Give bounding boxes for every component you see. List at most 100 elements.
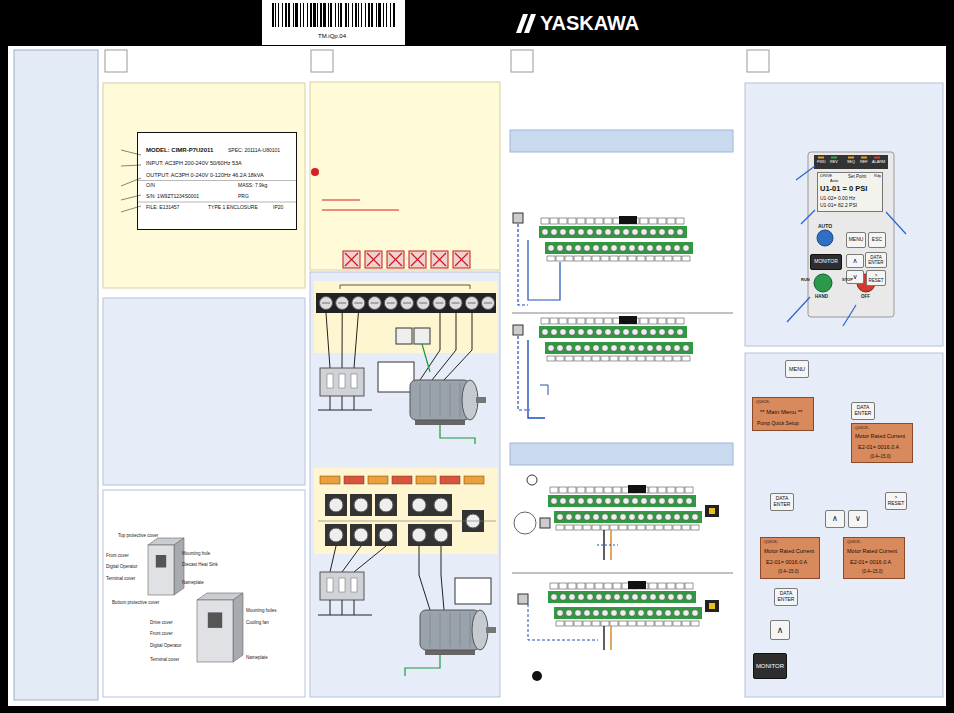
strip-tab — [604, 583, 612, 589]
logo-mark — [524, 14, 536, 33]
terminal-screw — [656, 514, 663, 521]
supply-line — [318, 615, 372, 616]
terminal-screw — [641, 229, 648, 236]
terminal-screw — [692, 514, 699, 521]
part-label: Mounting holes — [246, 608, 277, 613]
strip-tab — [541, 318, 549, 324]
breaker-pole — [351, 578, 357, 592]
terminal-screw — [465, 297, 478, 310]
terminal-strip — [548, 495, 696, 507]
terminal-screw — [584, 514, 591, 521]
strip-tab — [595, 218, 603, 224]
key-text: (0.4~15.0) — [862, 569, 883, 574]
key-text: MONITOR — [756, 663, 784, 670]
terminal-screw — [674, 610, 681, 617]
key-text: DATA ENTER — [771, 496, 793, 508]
terminal-screw — [620, 245, 627, 252]
terminal-screw — [578, 498, 585, 505]
strip-tab — [556, 525, 564, 530]
terminal-strip — [545, 342, 693, 354]
terminal-screw — [638, 245, 645, 252]
key-text: Motor Rated Current — [855, 433, 905, 439]
terminal-screw — [551, 329, 558, 336]
strip-tab — [574, 525, 582, 530]
terminal-screw — [551, 498, 558, 505]
barcode-bar — [376, 3, 377, 27]
terminal-screw — [412, 498, 426, 512]
terminal-screw — [683, 345, 690, 352]
terminal-screw — [674, 245, 681, 252]
terminal-block — [350, 494, 372, 516]
terminal-screw — [620, 610, 627, 617]
keypad-key: ∨ — [848, 510, 868, 528]
power-wire — [326, 313, 330, 368]
section-band — [510, 443, 733, 465]
screw-slot — [468, 303, 476, 304]
barcode-bar — [320, 3, 322, 27]
terminal-screw — [614, 329, 621, 336]
strip-tab — [595, 318, 603, 324]
strip-tab — [676, 583, 684, 589]
barcode-bar — [330, 3, 332, 27]
strip-tab — [604, 318, 612, 324]
terminal-screw — [629, 345, 636, 352]
key-text: ∧ — [852, 257, 857, 265]
terminal-screw — [641, 594, 648, 601]
strip-tab — [655, 256, 663, 261]
terminal-screw — [575, 610, 582, 617]
terminal-screw — [683, 245, 690, 252]
barcode-bar — [335, 3, 336, 27]
doc-code: TM.iQp.04 — [318, 33, 346, 40]
terminal-tag — [368, 476, 388, 484]
screw-slot — [338, 303, 346, 304]
terminal-screw — [401, 297, 414, 310]
barcode-bar — [285, 3, 287, 27]
strip-tab — [646, 621, 654, 626]
keypad-key: DATA ENTER — [865, 252, 887, 268]
lcd-screen: -QUICK-Motor Rated CurrentE2-01= 0016.0 … — [760, 537, 820, 579]
power-wire — [342, 313, 343, 368]
key-text: MONITOR — [814, 259, 838, 265]
barcode-bar — [310, 3, 312, 27]
terminal-screw — [584, 345, 591, 352]
strip-tab — [610, 621, 618, 626]
strip-tab — [619, 256, 627, 261]
leader-line — [886, 212, 906, 234]
terminal-screw — [449, 297, 462, 310]
terminal-screw — [656, 245, 663, 252]
terminal-screw — [638, 345, 645, 352]
key-text: Set Point — [848, 174, 866, 179]
screw-slot — [484, 303, 492, 304]
key-text: DATA ENTER — [775, 591, 797, 603]
keypad-key: >RESET — [885, 492, 907, 510]
strip-tab — [649, 487, 657, 493]
strip-tab — [640, 218, 648, 224]
part-label: Cooling fan — [246, 620, 269, 625]
power-wire — [354, 600, 355, 615]
motor-wire — [432, 313, 456, 380]
strip-tab — [568, 218, 576, 224]
supply-line — [318, 410, 372, 411]
strip-tab — [619, 621, 627, 626]
part-label: Top protective cover — [118, 533, 158, 538]
strip-tab — [604, 218, 612, 224]
terminal-screw — [665, 514, 672, 521]
terminal-screw — [320, 297, 333, 310]
terminal-screw — [611, 514, 618, 521]
terminal-screw — [614, 229, 621, 236]
terminal-screw — [569, 594, 576, 601]
barcode-bar — [338, 3, 339, 27]
strip-tab — [649, 318, 657, 324]
terminal-screw — [587, 329, 594, 336]
brand-logo: YASKAWA — [540, 12, 639, 35]
strip-tab — [577, 218, 585, 224]
key-text: RESET — [888, 501, 905, 507]
terminal-screw — [632, 498, 639, 505]
terminal-strip — [548, 591, 696, 603]
screw-slot — [322, 303, 330, 304]
figure-panel — [103, 490, 305, 697]
strip-edge — [318, 521, 496, 522]
terminal-screw — [665, 245, 672, 252]
leader-line — [796, 166, 815, 180]
terminal-screw — [352, 297, 365, 310]
